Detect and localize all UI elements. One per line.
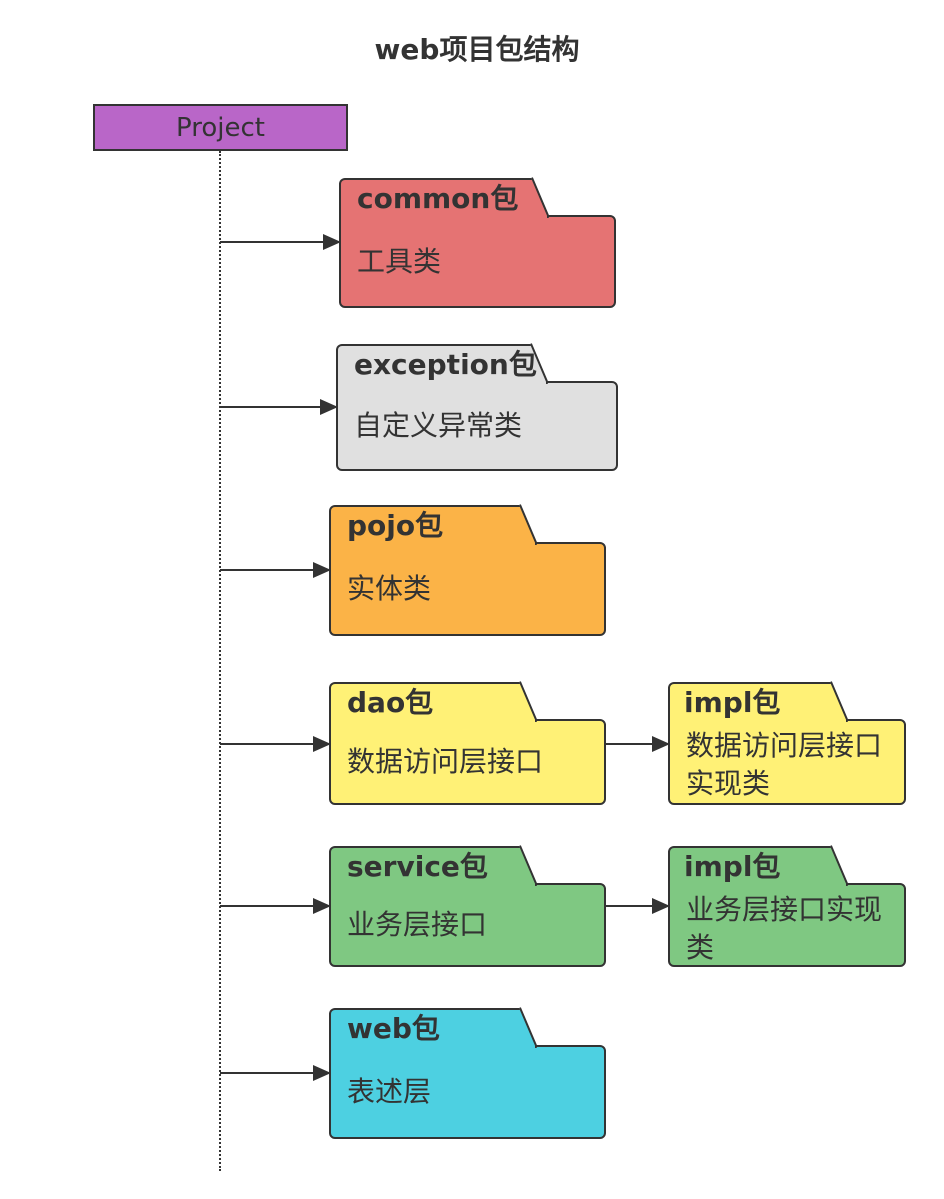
package-description: 表述层 bbox=[329, 1045, 606, 1139]
impl-arrow bbox=[606, 898, 670, 914]
arrowhead-icon bbox=[313, 562, 331, 578]
trunk-arrow bbox=[220, 1065, 331, 1081]
package-description: 工具类 bbox=[339, 215, 616, 308]
package-name: impl包 bbox=[668, 846, 848, 886]
trunk-arrow bbox=[220, 399, 338, 415]
package-description: 数据访问层接口 bbox=[329, 719, 606, 805]
package-description: 业务层接口 bbox=[329, 883, 606, 967]
package-name: dao包 bbox=[329, 682, 537, 722]
trunk-arrow bbox=[220, 562, 331, 578]
arrowhead-icon bbox=[313, 736, 331, 752]
package-description: 自定义异常类 bbox=[336, 381, 618, 471]
package-name: common包 bbox=[339, 178, 549, 218]
trunk-arrow bbox=[220, 736, 331, 752]
diagram-title: web项目包结构 bbox=[374, 33, 580, 66]
arrowhead-icon bbox=[320, 399, 338, 415]
arrowhead-icon bbox=[313, 1065, 331, 1081]
package-name: impl包 bbox=[668, 682, 848, 722]
arrowhead-icon bbox=[313, 898, 331, 914]
project-label: Project bbox=[176, 112, 265, 143]
package-name: service包 bbox=[329, 846, 537, 886]
arrowhead-icon bbox=[323, 234, 341, 250]
package-name: pojo包 bbox=[329, 505, 537, 545]
arrowhead-icon bbox=[652, 736, 670, 752]
package-name: exception包 bbox=[336, 344, 548, 384]
package-description: 业务层接口实现类 bbox=[668, 883, 906, 967]
impl-arrow bbox=[606, 736, 670, 752]
package-name: web包 bbox=[329, 1008, 537, 1048]
package-description: 实体类 bbox=[329, 542, 606, 636]
arrowhead-icon bbox=[652, 898, 670, 914]
trunk-line bbox=[219, 151, 221, 1171]
package-description: 数据访问层接口实现类 bbox=[668, 719, 906, 805]
trunk-arrow bbox=[220, 898, 331, 914]
trunk-arrow bbox=[220, 234, 341, 250]
project-node: Project bbox=[93, 104, 348, 151]
